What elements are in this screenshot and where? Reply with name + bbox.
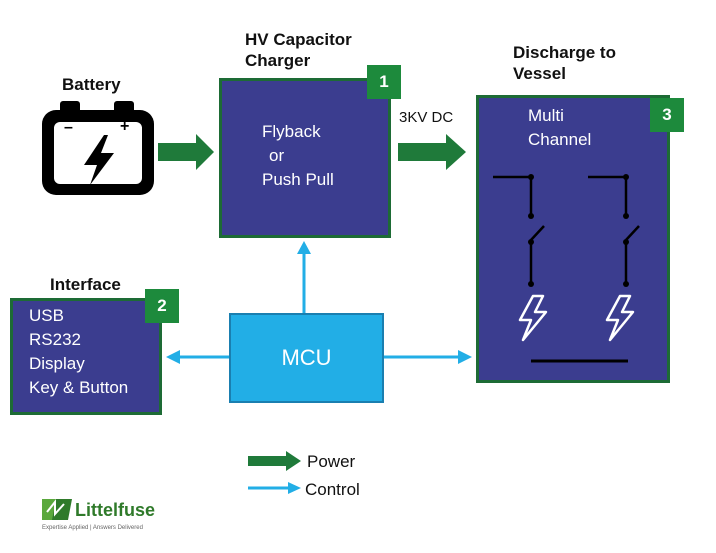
charger-to-discharge-power-arrow: [398, 134, 466, 170]
interface-badge: 2: [145, 289, 179, 323]
switch-channel-2-nodes: [623, 174, 629, 287]
interface-title: Interface: [50, 275, 121, 294]
battery-icon: – +: [42, 101, 154, 195]
switch-channel-2-icon: [588, 175, 640, 284]
interface-box: USB RS232 Display Key & Button: [10, 298, 162, 415]
mcu-to-charger-control-arrow: [297, 241, 311, 313]
battery-to-charger-power-arrow: [158, 134, 214, 170]
output-voltage-label: 3KV DC: [399, 109, 454, 126]
legend-power-arrow: [248, 451, 301, 471]
mcu-label: MCU: [281, 345, 332, 370]
charger-title-line2: Charger: [245, 51, 311, 70]
interface-item-display: Display: [29, 354, 85, 373]
charger-title-line1: HV Capacitor: [245, 30, 352, 49]
legend-control-arrow: [248, 482, 301, 494]
legend-control-label: Control: [305, 480, 360, 499]
charger-box: Flyback or Push Pull: [219, 78, 391, 238]
interface-item-rs232: RS232: [29, 330, 81, 349]
switch-channel-1-nodes: [528, 174, 534, 287]
littelfuse-logo-icon: [42, 499, 72, 520]
discharge-title-line2: Vessel: [513, 64, 566, 83]
battery-plus-sign: +: [120, 118, 130, 135]
legend-power-label: Power: [307, 452, 356, 471]
lightning-bolt-icon: [84, 135, 114, 185]
littelfuse-logo-text: Littelfuse: [75, 500, 156, 520]
discharge-box: Multi Channel: [476, 95, 670, 383]
charger-line3: Push Pull: [262, 170, 334, 189]
interface-item-key-button: Key & Button: [29, 378, 129, 397]
discharge-title-line1: Discharge to: [513, 43, 616, 62]
discharge-line2: Channel: [528, 130, 592, 149]
charger-line1: Flyback: [262, 122, 321, 141]
mcu-to-discharge-control-arrow: [384, 350, 472, 364]
interface-item-usb: USB: [29, 306, 64, 325]
littelfuse-tagline: Expertise Applied | Answers Delivered: [42, 525, 143, 531]
battery-title: Battery: [62, 75, 121, 94]
discharge-bolt-1-icon: [518, 294, 548, 342]
switch-channel-1-icon: [493, 175, 545, 284]
charger-line2: or: [269, 146, 285, 165]
mcu-box: MCU: [229, 313, 384, 403]
discharge-bolt-2-icon: [605, 294, 635, 342]
charger-badge: 1: [367, 65, 401, 99]
discharge-line1: Multi: [528, 106, 564, 125]
mcu-to-interface-control-arrow: [166, 350, 229, 364]
discharge-badge: 3: [650, 98, 684, 132]
battery-minus-sign: –: [64, 119, 73, 136]
